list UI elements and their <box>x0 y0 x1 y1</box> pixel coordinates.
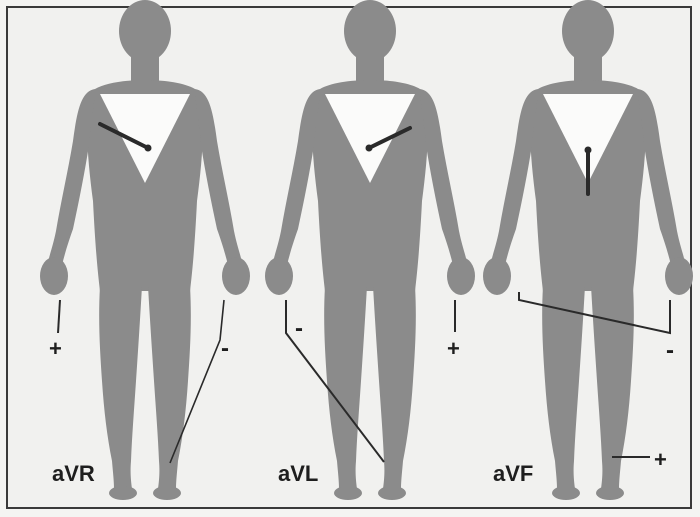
body-silhouette <box>265 0 475 500</box>
negative-sign: - <box>666 337 674 364</box>
body-silhouette <box>483 0 693 500</box>
negative-sign: - <box>295 315 303 342</box>
vector-origin <box>366 145 373 152</box>
panel-avr: + - aVR <box>40 0 250 500</box>
lead-label: aVL <box>278 461 318 486</box>
positive-sign: + <box>447 336 460 361</box>
vector-origin <box>145 145 152 152</box>
body-silhouette <box>40 0 250 500</box>
panel-avf: + - aVF <box>483 0 693 500</box>
positive-electrode-wire <box>58 300 60 333</box>
positive-sign: + <box>49 336 62 361</box>
panel-avl: + - aVL <box>265 0 475 500</box>
negative-sign: - <box>221 335 229 362</box>
lead-label: aVF <box>493 461 533 486</box>
vector-origin <box>585 147 592 154</box>
positive-sign: + <box>654 447 667 472</box>
lead-label: aVR <box>52 461 95 486</box>
